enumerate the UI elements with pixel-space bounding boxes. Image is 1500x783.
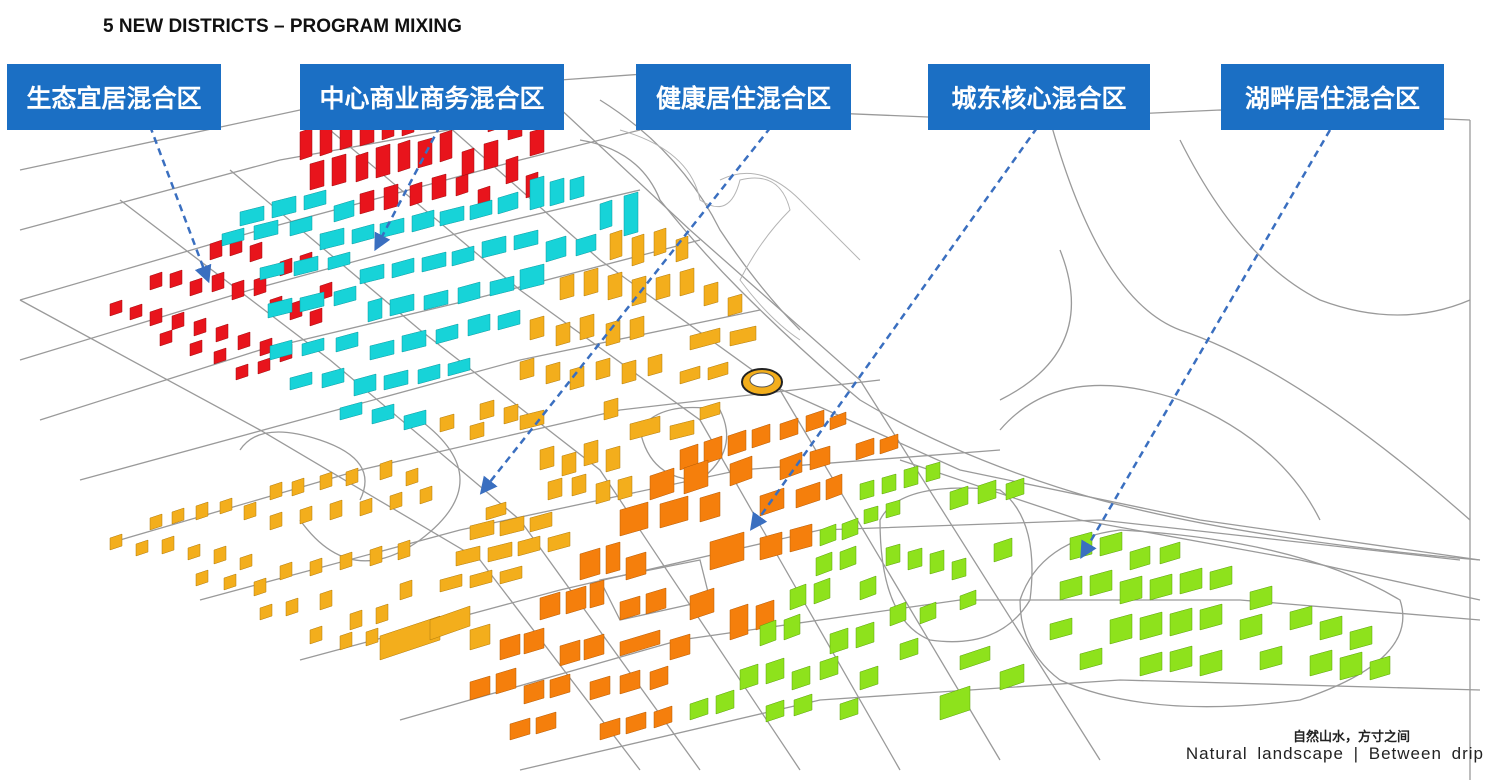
- district-label-central-commercial: 中心商业商务混合区: [300, 64, 564, 130]
- district-label-ecological-residential: 生态宜居混合区: [7, 64, 221, 130]
- stadium: [741, 368, 783, 396]
- district-green-blocks: [689, 461, 1391, 723]
- district-label-lakeside-residential: 湖畔居住混合区: [1221, 64, 1444, 130]
- district-red-blocks: [109, 91, 545, 381]
- caption-english: Natural landscape | Between drip: [1185, 744, 1484, 763]
- district-yellow-blocks: [109, 227, 757, 661]
- district-cyan-blocks: [221, 175, 639, 431]
- district-label-healthy-residential: 健康居住混合区: [636, 64, 851, 130]
- district-label-east-city-core: 城东核心混合区: [928, 64, 1150, 130]
- label-arrows: [148, 117, 1332, 560]
- page-title: 5 NEW DISTRICTS – PROGRAM MIXING: [103, 16, 462, 37]
- caption-chinese: 自然山水，方寸之间: [1292, 730, 1410, 745]
- district-orange-blocks: [469, 409, 899, 741]
- landscape-contours: [619, 129, 861, 341]
